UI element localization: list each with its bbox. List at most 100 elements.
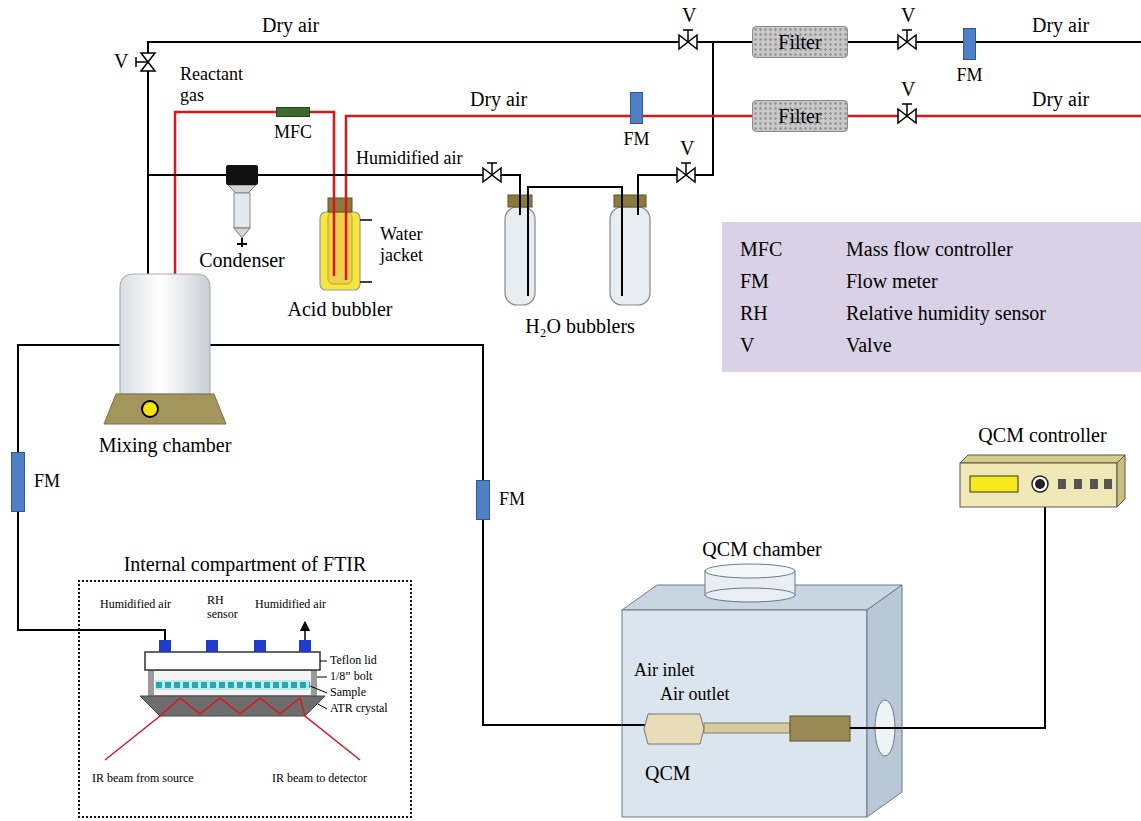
water-bubbler-art	[614, 195, 646, 207]
qcm-controller-art	[1058, 479, 1066, 489]
acid-bubbler-art	[333, 198, 336, 276]
qcm-controller-art	[960, 455, 1125, 507]
valve-symbol	[681, 163, 691, 175]
ftir-cell-art	[155, 680, 310, 690]
qcm-controller-art	[1032, 476, 1048, 492]
mass-flow-controller: MFC	[276, 107, 310, 117]
ftir-cell-art	[148, 670, 154, 696]
ftir-cell-art	[320, 661, 327, 662]
annotation-label: Humidified air	[100, 598, 171, 612]
ftir-cell-art	[80, 630, 165, 640]
annotation-label: RH sensor	[207, 594, 243, 622]
ftir-cell-art	[159, 640, 171, 652]
annotation-label: V	[682, 4, 696, 27]
part-label: Internal compartment of FTIR	[124, 553, 367, 576]
gas-line	[148, 42, 752, 274]
qcm-chamber-art	[705, 564, 795, 578]
valve-symbol	[136, 57, 148, 67]
condenser: Condenser	[226, 163, 258, 248]
part-label: FM	[34, 471, 60, 492]
valve-symbol	[487, 163, 497, 175]
annotation-label: Dry air	[470, 88, 527, 111]
gas-line	[638, 42, 752, 195]
condenser-art	[226, 165, 258, 185]
annotation-label: Humidified air	[255, 598, 326, 612]
qcm-chamber-art	[867, 585, 902, 817]
water-bubbler-art	[637, 195, 639, 215]
acid-bubbler-art	[360, 219, 372, 221]
part-label: Mixing chamber	[99, 434, 232, 457]
ftir-cell-art	[206, 640, 218, 652]
qcm-controller-art	[1117, 455, 1125, 507]
annotation-label: Dry air	[1032, 14, 1089, 37]
abbreviation: RH	[740, 302, 846, 325]
ftir-cell-art	[150, 670, 315, 696]
water-bubbler-art	[610, 207, 650, 305]
gas-line	[346, 116, 630, 198]
mixing-chamber-art	[142, 401, 158, 417]
part-label: QCM controller	[978, 424, 1106, 447]
inlet-lines	[976, 41, 1141, 43]
ftir-cell-art	[317, 677, 327, 678]
inlet-lines	[848, 42, 1141, 116]
qcm-chamber-art	[622, 564, 902, 817]
qcm-controller-art	[1090, 479, 1098, 489]
qcm-controller: QCM controller	[960, 455, 1125, 507]
ftir-cell-art	[318, 704, 327, 709]
mixing-chamber-art	[104, 394, 226, 424]
annotation-label: IR beam from source	[92, 772, 194, 786]
valve-symbol	[683, 30, 693, 42]
water-bubbler-art	[528, 187, 622, 296]
annotation-label: Dry air	[1032, 88, 1089, 111]
annotation-label: V	[114, 50, 128, 73]
qcm-chamber-art	[622, 724, 648, 726]
flow-meter: FM	[11, 452, 25, 512]
abbreviation-meaning: Flow meter	[846, 270, 1123, 293]
ftir-cell-art	[80, 626, 360, 760]
qcm-controller-art	[960, 463, 1117, 507]
acid-bubbler-art	[320, 212, 360, 290]
acid-bubbler-art	[360, 281, 372, 283]
acid-bubbler-art	[328, 212, 352, 284]
annotation-label: 1/8” bolt	[330, 670, 372, 684]
part-label: H₂O bubblers	[525, 315, 635, 338]
qcm-controller-art	[1035, 479, 1045, 489]
condenser-art	[237, 243, 247, 245]
qcm-chamber-art	[622, 585, 902, 610]
qcm-chamber-art	[850, 727, 902, 729]
annotation-label: V	[680, 137, 694, 160]
part-label: FM	[499, 489, 525, 510]
part-label: MFC	[274, 122, 312, 143]
annotation-label: QCM	[645, 762, 691, 785]
water-bubbler-art	[519, 195, 521, 215]
part-label: QCM chamber	[702, 538, 821, 561]
inlet-lines	[848, 115, 1141, 118]
qcm-controller-art	[960, 455, 1125, 463]
condenser-art	[241, 238, 243, 247]
mixing-chamber: Mixing chamber	[120, 274, 210, 424]
flow-meter: FM	[963, 28, 976, 60]
filter-box: Filter	[752, 26, 848, 58]
abbreviation-meaning: Valve	[846, 334, 1123, 357]
abbreviation: FM	[740, 270, 846, 293]
qcm-chamber-art	[705, 588, 795, 602]
gas-line	[483, 520, 622, 725]
valve-symbol	[679, 30, 697, 49]
mixing-chamber-art	[120, 274, 210, 394]
annotation-label: V	[901, 78, 915, 101]
ftir-cell-art	[140, 696, 325, 716]
abbreviation-table: MFCMass flow controllerFMFlow meterRHRel…	[722, 222, 1141, 372]
ftir-cell-art	[105, 698, 360, 760]
annotation-label: Sample	[330, 686, 366, 700]
valve-symbol	[898, 104, 916, 123]
valve-symbol	[902, 30, 912, 42]
part-label: FM	[956, 65, 982, 86]
part-label: FM	[623, 129, 649, 150]
flow-meter: FM	[630, 92, 643, 124]
ftir-cell-art	[254, 640, 266, 652]
qcm-chamber-art	[644, 714, 704, 744]
qcm-chamber-art	[704, 723, 790, 733]
qcm-chamber-art	[622, 610, 867, 817]
ftir-cell-art	[299, 640, 311, 652]
